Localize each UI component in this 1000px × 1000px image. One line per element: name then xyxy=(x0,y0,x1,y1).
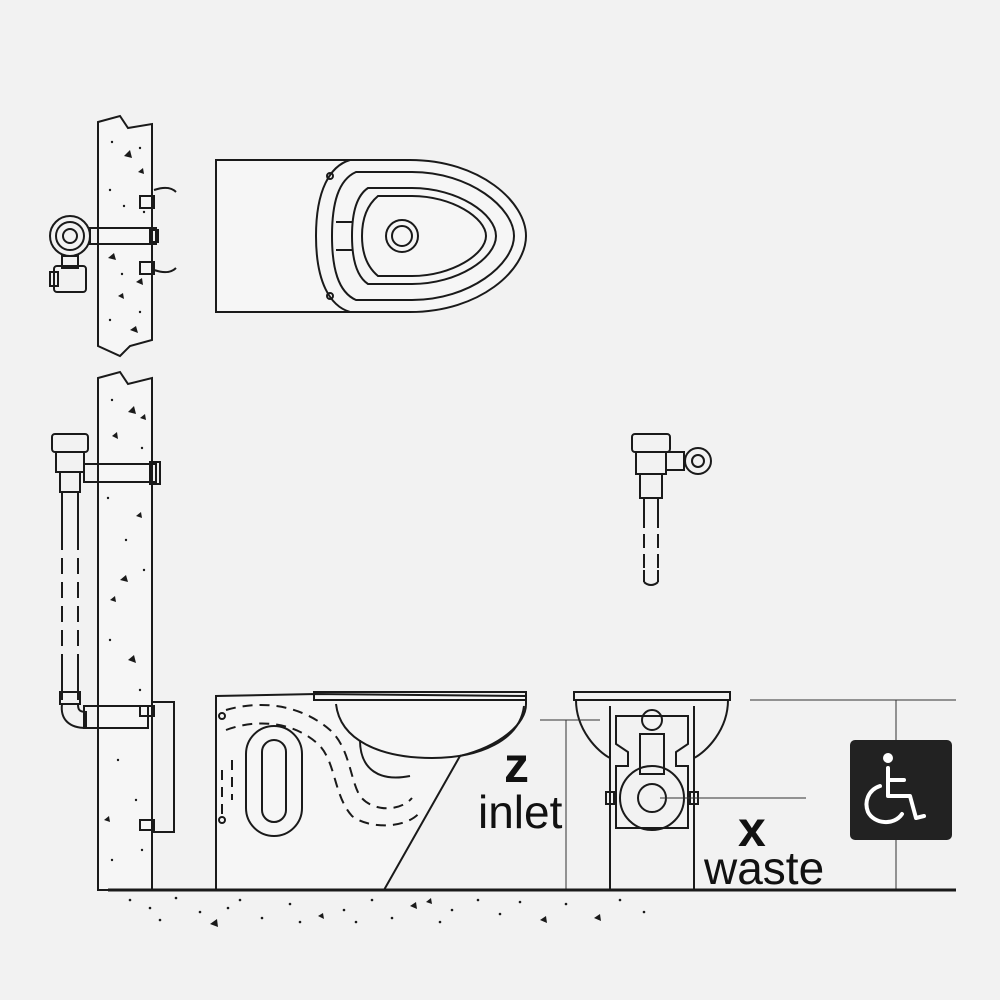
side-view-wall-section xyxy=(97,370,175,891)
top-view-toilet-bowl xyxy=(215,159,528,313)
x-dimension-letter: x xyxy=(738,801,766,857)
side-view-flush-valve xyxy=(51,433,161,730)
side-view-toilet-bowl xyxy=(215,691,527,891)
accessibility-badge xyxy=(850,740,952,840)
top-view-flush-valve xyxy=(49,186,177,293)
z-dimension-label: inlet xyxy=(478,786,563,838)
wheelchair-accessible-icon xyxy=(864,753,926,824)
floor-section xyxy=(108,888,956,927)
front-view-flush-valve xyxy=(631,433,712,586)
z-dimension-letter: z xyxy=(504,737,529,793)
top-view-wall-section xyxy=(97,114,153,358)
x-dimension-label: waste xyxy=(703,842,824,894)
